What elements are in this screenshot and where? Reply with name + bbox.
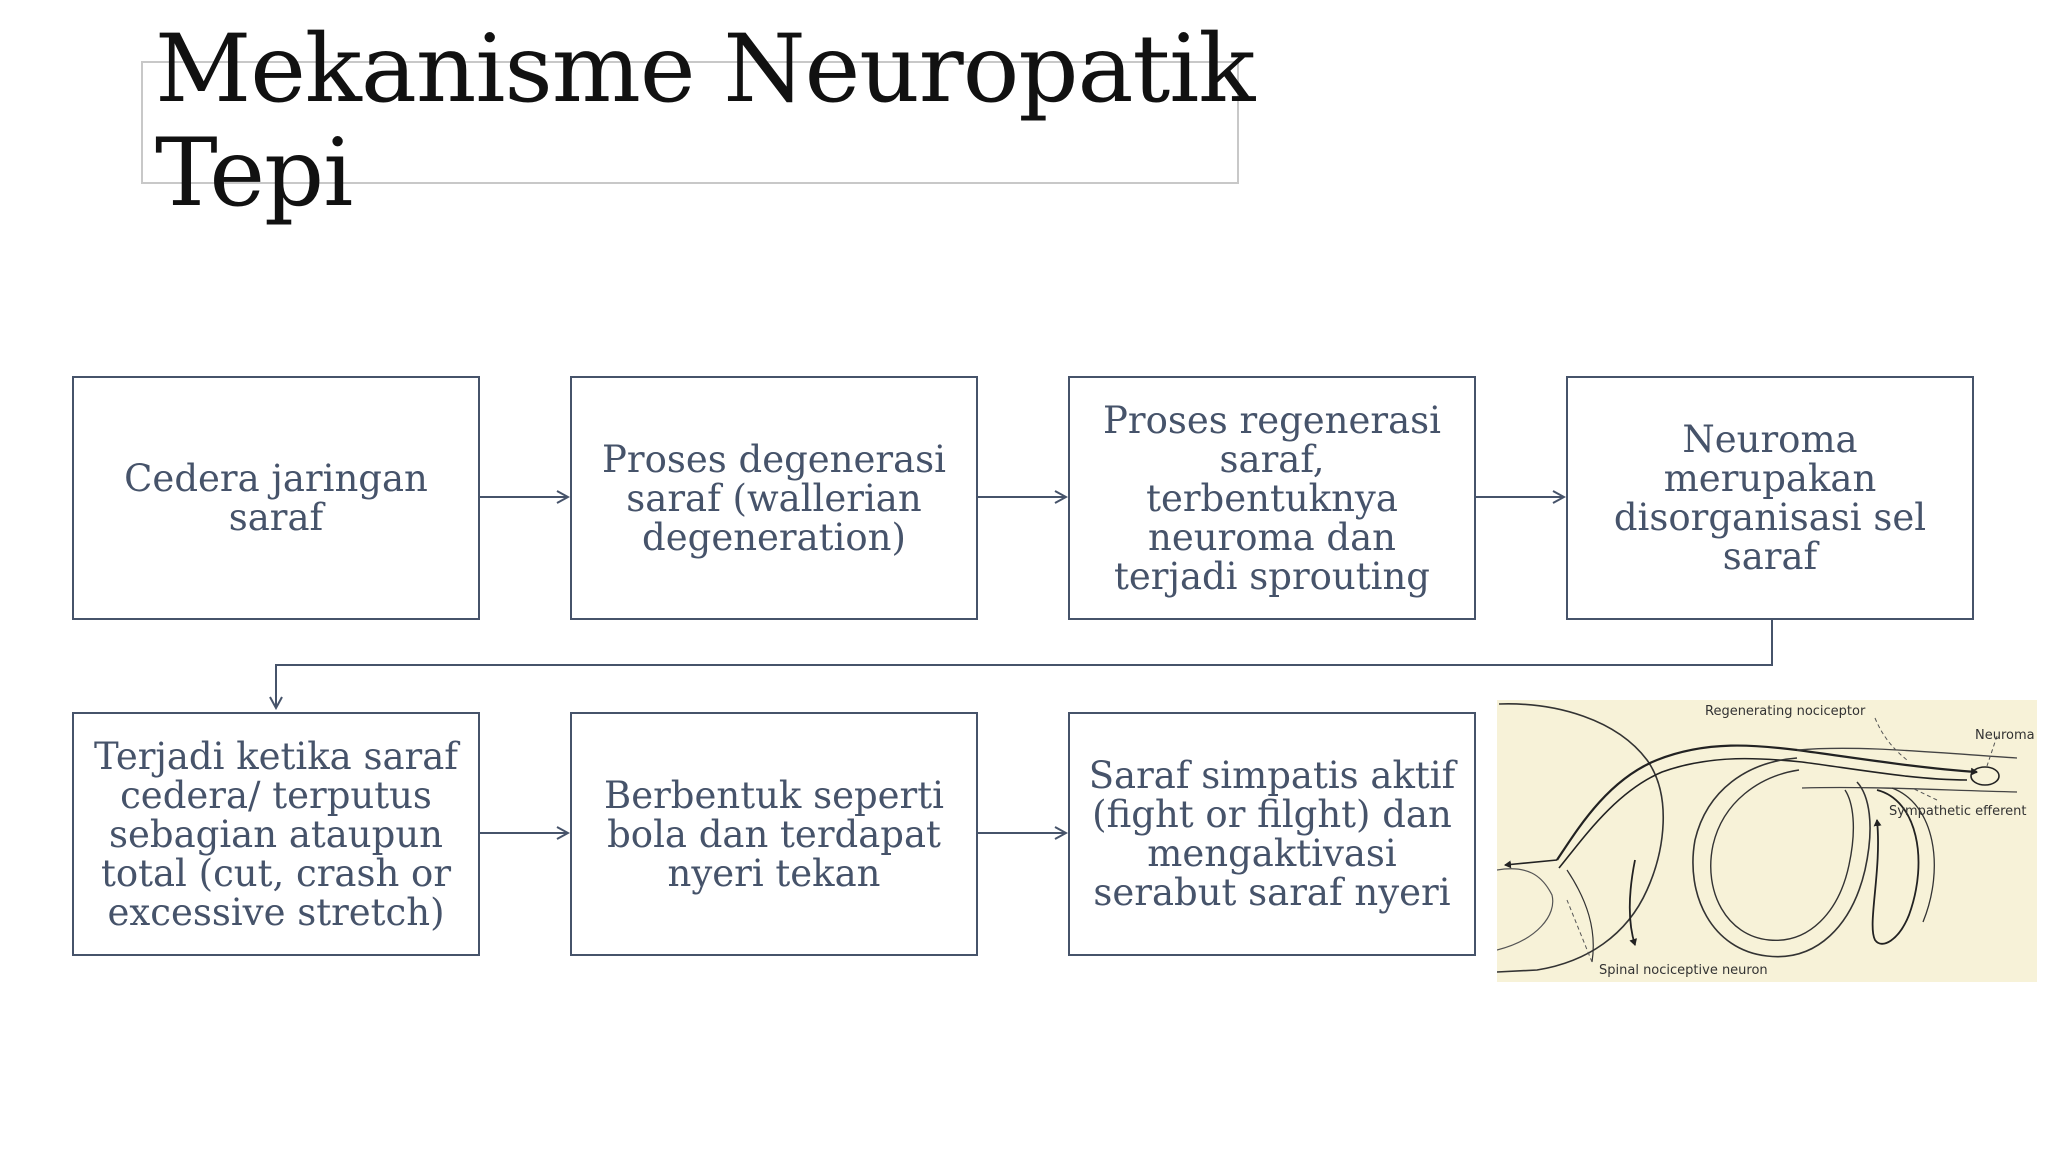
flow-box-3: Proses regenerasi saraf, terbentuknya ne… — [1068, 376, 1476, 620]
label-sympathetic-efferent: Sympathetic efferent — [1889, 804, 2027, 819]
label-spinal-nociceptive-neuron: Spinal nociceptive neuron — [1599, 963, 1768, 978]
flow-box-text: Proses degenerasi saraf (wallerian degen… — [602, 437, 946, 559]
flow-box-text: Cedera jaringan saraf — [124, 457, 428, 539]
arrow-4-5 — [276, 620, 1773, 708]
title-placeholder-frame — [141, 61, 1239, 184]
flow-box-text: Proses regenerasi saraf, terbentuknya ne… — [1103, 398, 1441, 598]
flow-box-text: Berbentuk seperti bola dan terdapat nyer… — [604, 773, 944, 895]
label-neuroma: Neuroma — [1975, 728, 2035, 743]
flow-box-1: Cedera jaringan saraf — [72, 376, 480, 620]
flow-box-4: Neuroma merupakan disorganisasi sel sara… — [1566, 376, 1974, 620]
flow-box-text: Neuroma merupakan disorganisasi sel sara… — [1613, 418, 1927, 578]
flow-box-text: Saraf simpatis aktif (fight or filght) d… — [1088, 754, 1456, 914]
flow-box-6: Berbentuk seperti bola dan terdapat nyer… — [570, 712, 978, 956]
slide-title: Mekanisme Neuropatik Tepi — [155, 15, 1255, 228]
neuroma-illustration: Regenerating nociceptor Neuroma Sympathe… — [1496, 700, 2037, 982]
flow-box-2: Proses degenerasi saraf (wallerian degen… — [570, 376, 978, 620]
label-regenerating-nociceptor: Regenerating nociceptor — [1705, 704, 1866, 719]
nerve-diagram-drawing — [1496, 703, 2018, 973]
flow-box-5: Terjadi ketika saraf cedera/ terputus se… — [72, 712, 480, 956]
flow-box-text: Terjadi ketika saraf cedera/ terputus se… — [94, 734, 458, 934]
flow-box-7: Saraf simpatis aktif (fight or filght) d… — [1068, 712, 1476, 956]
